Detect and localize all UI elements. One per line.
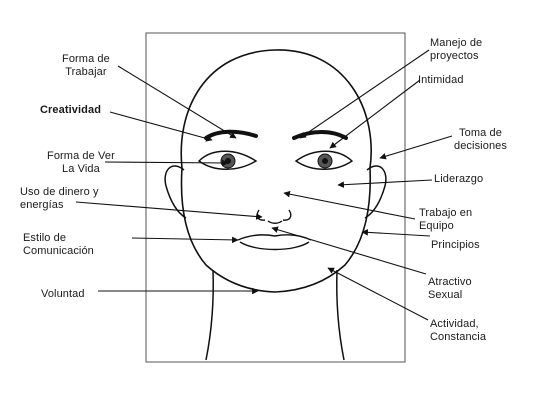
right-eyebrow <box>292 130 348 140</box>
label-creatividad: Creatividad <box>40 104 102 116</box>
label-principios: Principios <box>431 239 480 251</box>
arrow-actividad-constancia <box>327 267 429 321</box>
arrow-intimidad <box>329 79 421 149</box>
label-forma-de-trabajar: Forma de Trabajar <box>62 53 110 78</box>
right-ear <box>364 165 387 219</box>
label-atractivo-sexual: Atractivo Sexual <box>428 276 472 301</box>
arrow-liderazgo <box>337 179 433 188</box>
label-estilo-de-comunicacion: Estilo de Comunicación <box>23 232 94 257</box>
label-actividad-constancia: Actividad, Constancia <box>430 318 487 343</box>
arrow-estilo-de-comunicacion <box>131 236 239 244</box>
arrow-toma-de-decisiones <box>379 135 453 160</box>
label-manejo-de-proyectos: Manejo de proyectos <box>430 37 483 62</box>
label-voluntad: Voluntad <box>41 288 85 300</box>
mouth-lower <box>239 241 310 251</box>
label-intimidad: Intimidad <box>418 74 464 86</box>
arrow-uso-de-dinero <box>75 201 263 220</box>
arrow-principios <box>361 229 431 237</box>
mouth-upper <box>237 234 312 241</box>
arrow-trabajo-en-equipo <box>283 190 416 220</box>
frame-border <box>145 32 406 363</box>
label-toma-de-decisiones: Toma de decisiones <box>454 127 507 152</box>
arrow-atractivo-sexual <box>271 226 427 275</box>
label-trabajo-en-equipo: Trabajo en Equipo <box>419 207 473 232</box>
arrow-manejo-de-proyectos <box>299 49 430 139</box>
label-forma-de-ver-la-vida: Forma de Ver La Vida <box>47 150 115 175</box>
arrow-forma-de-trabajar <box>117 65 237 139</box>
left-ear <box>164 165 187 219</box>
label-liderazgo: Liderazgo <box>434 173 484 185</box>
neck-left <box>205 269 214 361</box>
label-uso-de-dinero: Uso de dinero y energías <box>20 186 99 211</box>
head-outline <box>180 49 372 293</box>
arrow-creatividad <box>109 111 213 142</box>
arrow-forma-de-ver-la-vida <box>104 159 229 167</box>
neck-right <box>336 269 345 361</box>
nose <box>256 209 292 224</box>
